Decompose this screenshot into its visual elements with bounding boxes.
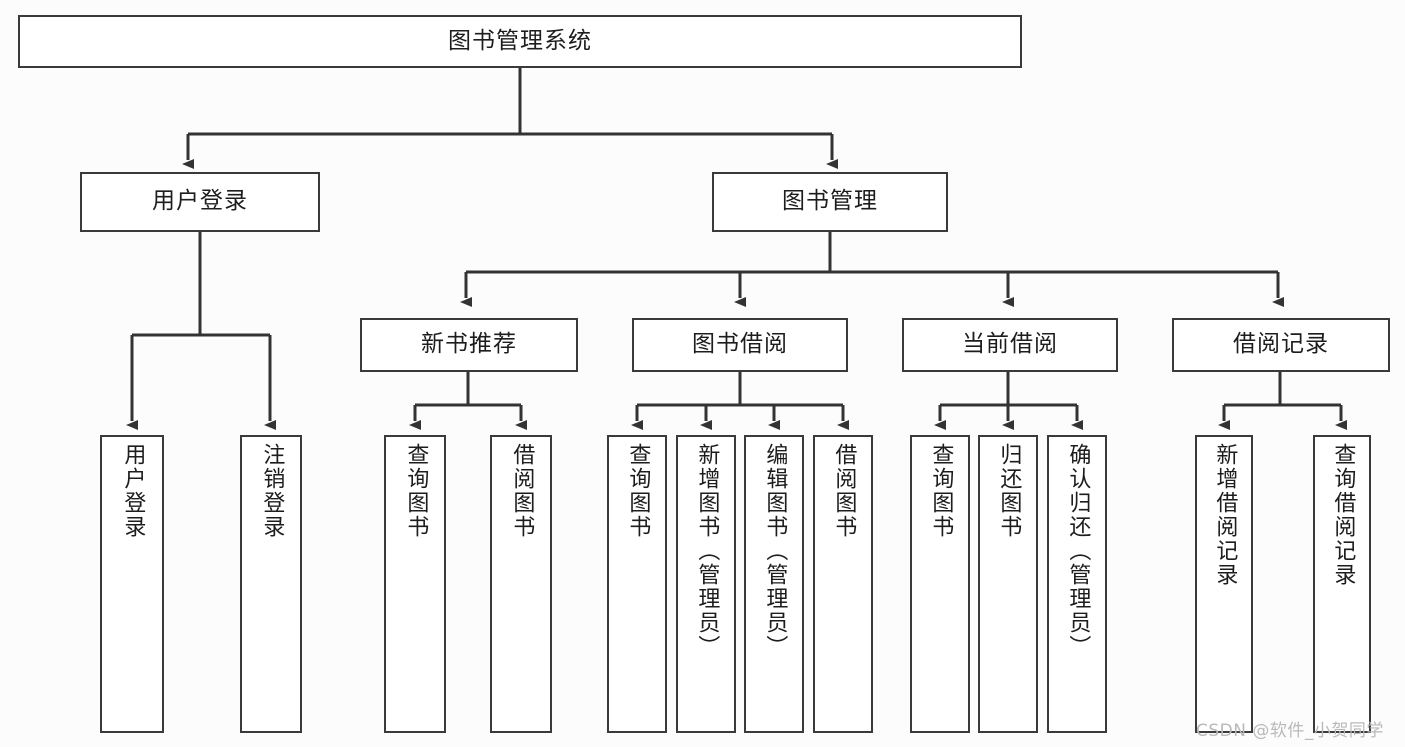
node-label: 用户登录: [152, 188, 248, 215]
leaf-borrow-add-book-admin[interactable]: 新增图书（管理员）: [676, 435, 736, 733]
leaf-label: 归还图书: [996, 443, 1022, 539]
leaf-borrow-borrow-book[interactable]: 借阅图书: [813, 435, 873, 733]
leaf-label: 借阅图书: [831, 443, 857, 539]
node-label: 新书推荐: [421, 331, 517, 358]
node-book-management[interactable]: 图书管理: [712, 172, 948, 232]
leaf-label: 用户登录: [120, 443, 146, 539]
leaf-label: 查询借阅记录: [1330, 443, 1356, 587]
leaf-label: 确认归还（管理员）: [1065, 443, 1091, 659]
leaf-label: 编辑图书（管理员）: [762, 443, 788, 659]
node-label: 借阅记录: [1233, 331, 1329, 358]
leaf-recommend-query-book[interactable]: 查询图书: [384, 435, 446, 733]
leaf-borrow-edit-book-admin[interactable]: 编辑图书（管理员）: [744, 435, 804, 733]
leaf-current-return-book[interactable]: 归还图书: [978, 435, 1038, 733]
csdn-watermark: CSDN @软件_小贺同学: [1196, 721, 1384, 741]
leaf-label: 查询图书: [625, 443, 651, 539]
node-new-book-recommend[interactable]: 新书推荐: [360, 318, 578, 372]
node-label: 当前借阅: [962, 331, 1058, 358]
node-label: 图书借阅: [692, 331, 788, 358]
node-borrow-record[interactable]: 借阅记录: [1172, 318, 1390, 372]
leaf-label: 新增图书（管理员）: [694, 443, 720, 659]
node-book-borrow[interactable]: 图书借阅: [632, 318, 848, 372]
leaf-borrow-query-book[interactable]: 查询图书: [607, 435, 667, 733]
leaf-current-confirm-return-admin[interactable]: 确认归还（管理员）: [1047, 435, 1107, 733]
leaf-user-login-login[interactable]: 用户登录: [100, 435, 164, 733]
node-root-system[interactable]: 图书管理系统: [18, 15, 1022, 68]
leaf-label: 查询图书: [928, 443, 954, 539]
leaf-record-add-record[interactable]: 新增借阅记录: [1195, 435, 1253, 733]
node-label: 图书管理: [782, 188, 878, 215]
leaf-record-query-record[interactable]: 查询借阅记录: [1313, 435, 1371, 733]
leaf-recommend-borrow-book[interactable]: 借阅图书: [490, 435, 552, 733]
leaf-label: 注销登录: [259, 443, 285, 539]
leaf-label: 新增借阅记录: [1212, 443, 1238, 587]
leaf-label: 借阅图书: [509, 443, 535, 539]
node-current-borrow[interactable]: 当前借阅: [902, 318, 1118, 372]
leaf-user-login-logout[interactable]: 注销登录: [240, 435, 302, 733]
node-label: 图书管理系统: [448, 27, 592, 54]
leaf-current-query-book[interactable]: 查询图书: [910, 435, 970, 733]
leaf-label: 查询图书: [403, 443, 429, 539]
node-user-login[interactable]: 用户登录: [80, 172, 320, 232]
